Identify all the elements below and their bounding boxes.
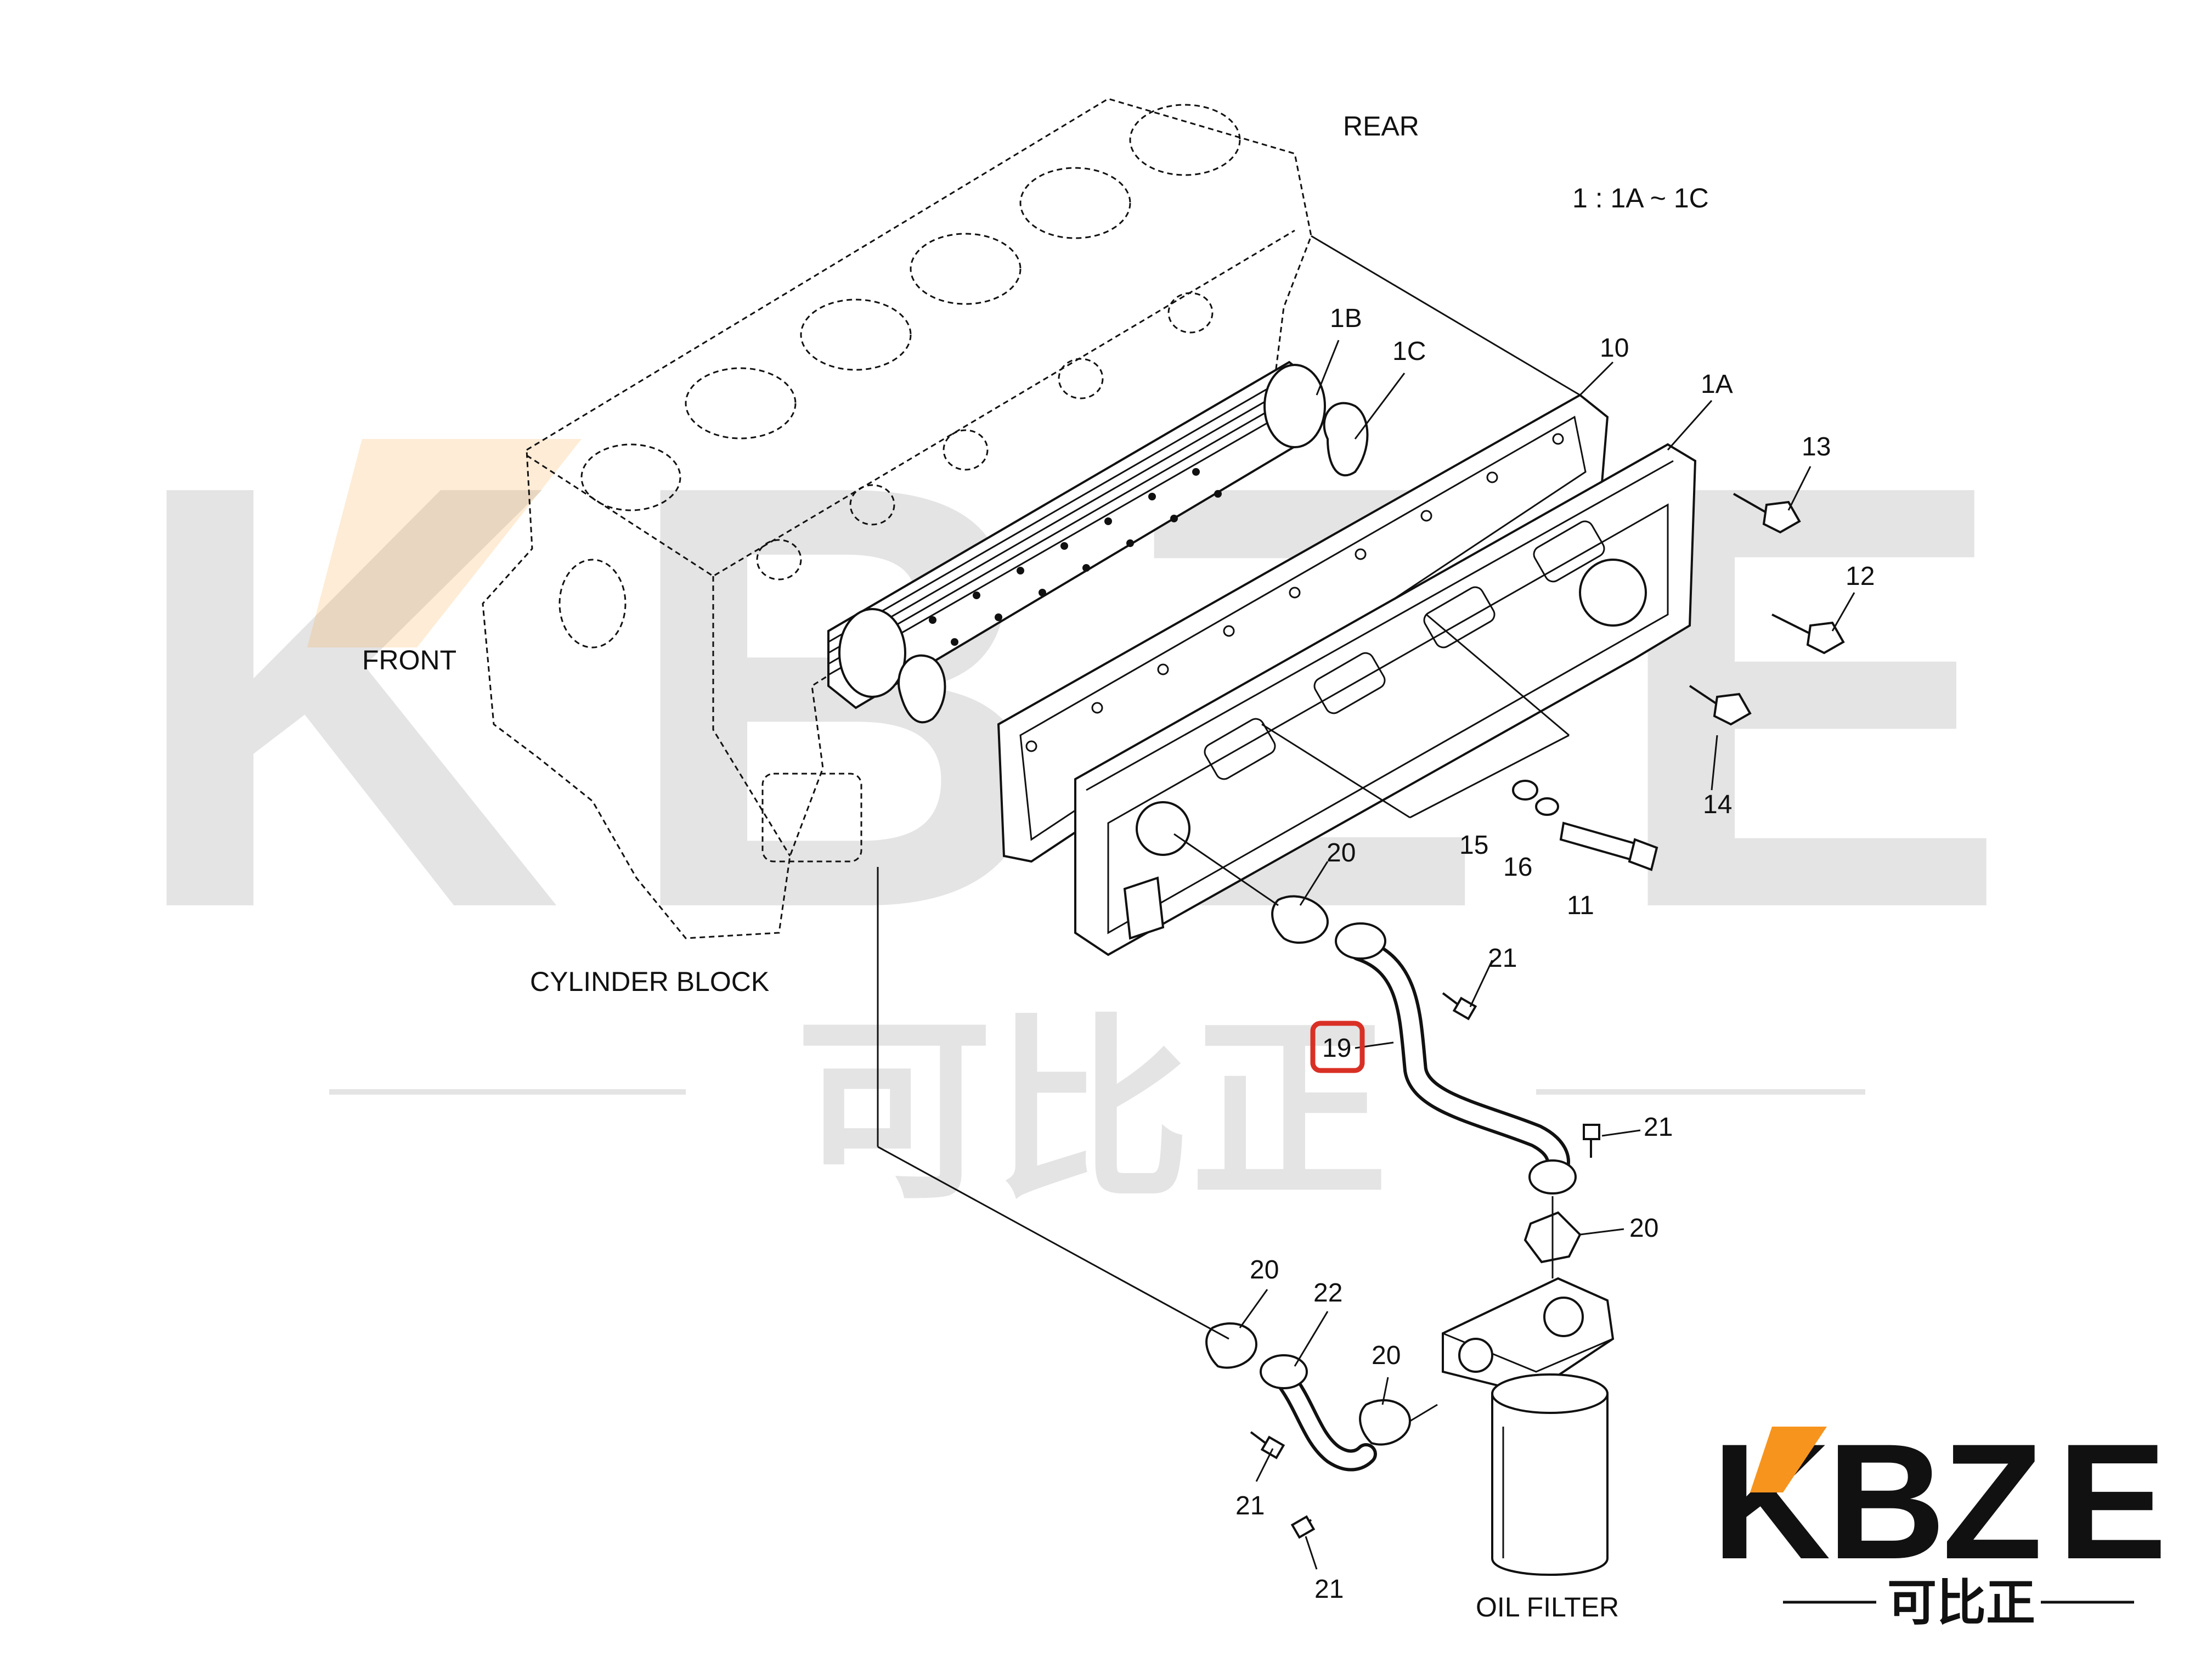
callout-21-upper: 21 — [1488, 944, 1517, 973]
callout-1c: 1C — [1392, 337, 1426, 366]
cylinder-block — [482, 98, 1312, 939]
label-oil-filter: OIL FILTER — [1476, 1592, 1619, 1622]
gasket-20-lower-right — [1359, 1399, 1412, 1446]
bolt-21-lower-left — [1250, 1431, 1285, 1460]
label-cylinder-block: CYLINDER BLOCK — [530, 966, 769, 997]
o-ring-1c-lower — [898, 654, 946, 724]
callout-11: 11 — [1567, 891, 1594, 920]
pipe-22-flange — [1260, 1354, 1308, 1389]
oil-cooler-cover — [1074, 443, 1697, 956]
bolt-21-upper — [1442, 992, 1477, 1021]
callout-20-lower-left: 20 — [1250, 1255, 1279, 1284]
logo-letter-b: B — [1827, 1409, 1946, 1593]
union-bolt-11 — [1559, 821, 1658, 871]
highlight-box-19 — [1310, 1021, 1365, 1073]
washer-16 — [1535, 797, 1559, 816]
callout-10: 10 — [1600, 334, 1629, 363]
callout-19: 19 — [1322, 1034, 1351, 1063]
gasket-20-upper — [1271, 895, 1329, 944]
bolt-21-lower-bottom — [1290, 1515, 1316, 1539]
pipe-19-flange-bottom — [1528, 1159, 1577, 1195]
callout-21-filter: 21 — [1644, 1113, 1673, 1142]
bolt-12 — [1771, 613, 1845, 655]
watermark-accent-shape — [307, 439, 582, 647]
callout-1b: 1B — [1330, 304, 1362, 333]
callout-13: 13 — [1802, 432, 1831, 461]
oil-cooler-element — [827, 360, 1326, 709]
callout-21-lower-left: 21 — [1235, 1491, 1265, 1520]
callout-14: 14 — [1703, 790, 1732, 819]
logo-letter-e: E — [2057, 1409, 2167, 1593]
label-front: FRONT — [362, 645, 456, 675]
leader-lines — [877, 235, 1855, 1570]
label-rear: REAR — [1343, 111, 1419, 142]
callout-22: 22 — [1313, 1278, 1342, 1308]
callout-20-upper: 20 — [1327, 838, 1356, 867]
callout-12: 12 — [1846, 562, 1875, 591]
callout-20-lower-right: 20 — [1372, 1341, 1401, 1370]
logo-letter-z: Z — [1942, 1409, 2042, 1593]
callout-1a: 1A — [1701, 370, 1733, 399]
watermark-chinese: 可比正 — [795, 1001, 1388, 1222]
bolt-14 — [1689, 685, 1752, 726]
callout-16: 16 — [1503, 853, 1532, 882]
logo-chinese: 可比正 — [1887, 1576, 2035, 1631]
callout-20-filter: 20 — [1629, 1214, 1658, 1243]
callout-15: 15 — [1459, 831, 1488, 860]
watermark: K B Z E 可比正 — [126, 359, 2010, 1222]
logo-accent-shape — [1750, 1427, 1827, 1492]
washer-15 — [1512, 780, 1538, 801]
bolt-13 — [1733, 493, 1801, 534]
brand-logo: K B Z E 可比正 — [1712, 1409, 2167, 1631]
o-ring-1c-upper — [1323, 402, 1369, 477]
bolt-21-filter — [1583, 1124, 1600, 1158]
watermark-letter-k: K — [126, 359, 562, 1034]
pipe-19-flange-top — [1335, 922, 1386, 960]
callout-21-lower-bottom: 21 — [1314, 1575, 1344, 1604]
label-ratio-note: 1 : 1A ~ 1C — [1572, 183, 1709, 213]
watermark-letter-b: B — [620, 359, 1056, 1034]
oil-filter — [1442, 1277, 1615, 1576]
